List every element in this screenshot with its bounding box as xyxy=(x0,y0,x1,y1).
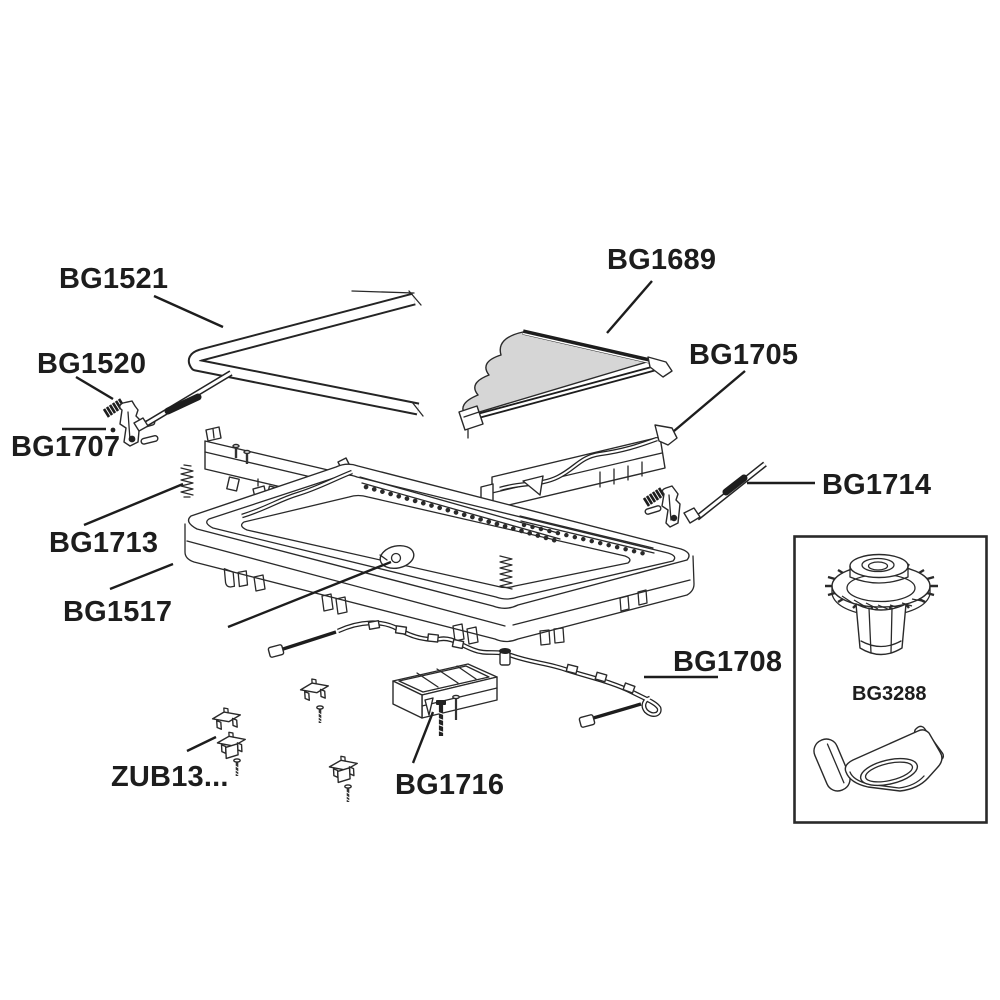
right-latch xyxy=(661,485,681,528)
crank-pointer-line xyxy=(227,560,392,629)
leader-bg1716 xyxy=(411,711,435,764)
wind-deflector-bg1521-drawing xyxy=(187,290,424,417)
drive-block-bg1716-drawing xyxy=(392,663,498,736)
cable-assembly-bg1708-drawing xyxy=(267,619,662,728)
retaining-clip xyxy=(813,725,945,792)
leader-bg1689 xyxy=(606,280,653,334)
shade-panel-bg1689-drawing xyxy=(458,329,673,439)
lifter-rail-bg1705-drawing xyxy=(480,424,678,534)
right-latch-spring xyxy=(642,487,666,507)
lift-rod-bg1714 xyxy=(683,461,767,524)
part-label-bg3288: BG3288 xyxy=(852,683,927,705)
leader-lines xyxy=(62,280,815,764)
leader-bg1517 xyxy=(109,562,174,591)
part-labels: BG1521 BG1520 BG1707 BG1713 BG1517 BG168… xyxy=(11,244,931,801)
part-label-bg1520: BG1520 xyxy=(37,348,146,380)
left-hardware-cluster xyxy=(102,370,233,447)
cable-end-clips xyxy=(267,644,596,728)
spring-bg1520 xyxy=(102,398,126,418)
part-label-bg1521: BG1521 xyxy=(59,263,168,295)
part-label-bg1705: BG1705 xyxy=(689,339,798,371)
cable-clips xyxy=(367,619,636,694)
part-label-bg1689: BG1689 xyxy=(607,244,716,276)
part-label-bg1714: BG1714 xyxy=(822,469,931,501)
leader-zub13 xyxy=(186,735,217,753)
part-label-bg1708: BG1708 xyxy=(673,646,782,678)
latch-bg1707 xyxy=(110,400,141,447)
part-label-bg1707: BG1707 xyxy=(11,431,120,463)
leader-bg1521 xyxy=(153,294,224,329)
part-label-bg1517: BG1517 xyxy=(63,596,172,628)
part-label-zub13: ZUB13... xyxy=(111,761,229,793)
spring-bg1713 xyxy=(180,464,194,498)
gear-pinion-bg3288 xyxy=(825,553,938,656)
shade-fabric xyxy=(462,331,651,417)
shade-rail-end-cap xyxy=(647,356,673,378)
inset-panel xyxy=(793,535,988,824)
part-label-bg1716: BG1716 xyxy=(395,769,504,801)
cable-plug xyxy=(499,648,511,666)
mounting-kit-zub13-drawing xyxy=(211,677,358,804)
leader-bg1705 xyxy=(673,370,746,432)
leader-bg1713 xyxy=(83,482,184,527)
frame-feet xyxy=(223,568,648,646)
main-frame-bg1517-drawing xyxy=(184,463,695,646)
part-label-bg1713: BG1713 xyxy=(49,527,158,559)
leader-bg1520 xyxy=(75,375,114,401)
rail-end-cap xyxy=(654,424,678,446)
right-hardware-cluster xyxy=(642,461,767,528)
